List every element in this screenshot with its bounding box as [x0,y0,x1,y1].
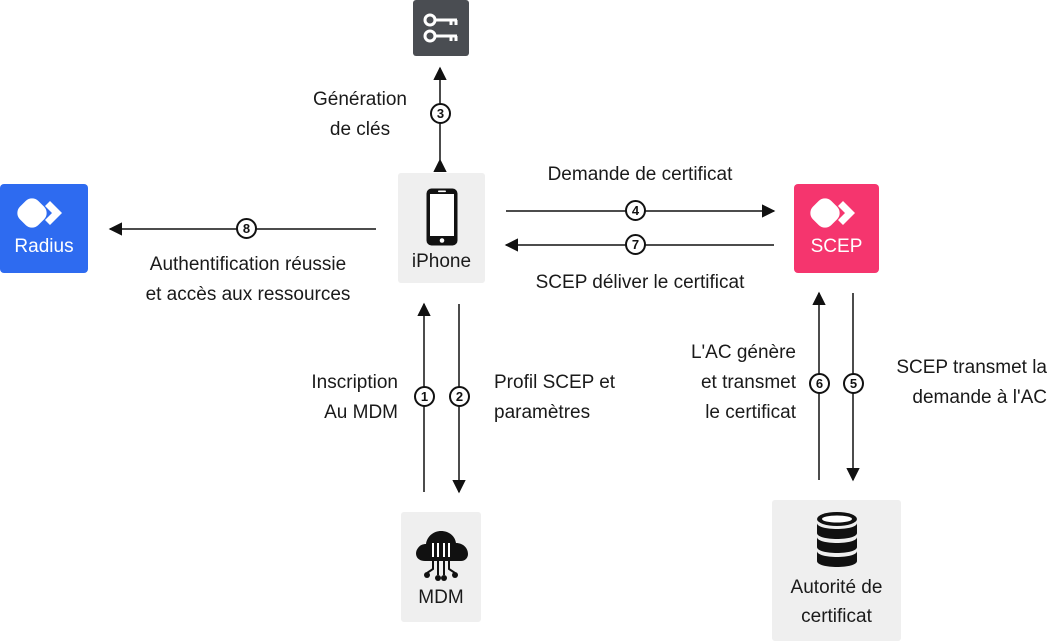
database-icon [816,511,857,567]
step-label-6-line1: L'AC génère [690,342,796,363]
ca-label: Autorité de certificat [791,573,883,631]
mdm-node: MDM [401,512,481,622]
smartphone-icon [426,188,457,245]
step-label-2: Profil SCEP et paramètres [494,368,634,428]
iphone-label: iPhone [411,250,472,272]
step-label-5-line1: SCEP transmet la [896,357,1047,378]
step-badge-4: 4 [625,200,646,221]
step-badge-3: 3 [430,103,451,124]
step-label-1-line2: Au MDM [324,402,398,423]
step-label-2-line2: paramètres [494,402,591,423]
scep-logo-icon [809,198,855,228]
step-badge-1: 1 [414,386,435,407]
step-label-5-line2: demande à l'AC [912,387,1047,408]
step-badge-5: 5 [843,373,864,394]
step-label-6-line2: et transmet [700,372,796,393]
ca-label-line1: Autorité de [790,576,883,598]
radius-label: Radius [14,236,74,257]
step-label-8: Authentification réussie et accès aux re… [112,250,384,310]
cloud-network-icon [416,530,468,581]
step-label-4-line1: Demande de certificat [547,164,733,185]
step-label-3-line2: de clés [329,119,391,140]
step-label-4: Demande de certificat [506,160,774,190]
step-label-3-line1: Génération [312,89,407,110]
scep-node: SCEP [794,184,879,273]
step-label-3: Génération de clés [294,85,426,145]
radius-logo-icon [17,198,62,228]
step-badge-8: 8 [236,218,257,239]
ca-node: Autorité de certificat [772,500,901,641]
step-label-1-line1: Inscription [311,372,398,393]
step-label-6: L'AC génère et transmet le certificat [656,338,796,428]
mdm-label: MDM [418,586,464,608]
step-badge-6: 6 [809,373,830,394]
step-label-6-line3: le certificat [705,402,796,423]
step-label-2-line1: Profil SCEP et [494,372,616,393]
step-badge-2: 2 [449,386,470,407]
step-label-1: Inscription Au MDM [274,368,398,428]
step-badge-7: 7 [625,234,646,255]
step-label-7-line1: SCEP déliver le certificat [535,272,745,293]
scep-label: SCEP [810,236,863,257]
ca-label-line2: certificat [801,605,872,627]
step-label-7: SCEP déliver le certificat [500,268,780,298]
keys-icon [423,13,458,43]
step-label-5: SCEP transmet la demande à l'AC [872,353,1047,413]
keys-node [413,0,469,56]
iphone-node: iPhone [398,173,485,283]
step-label-8-line1: Authentification réussie [149,254,347,275]
radius-node: Radius [0,184,88,273]
step-label-8-line2: et accès aux ressources [145,284,351,305]
